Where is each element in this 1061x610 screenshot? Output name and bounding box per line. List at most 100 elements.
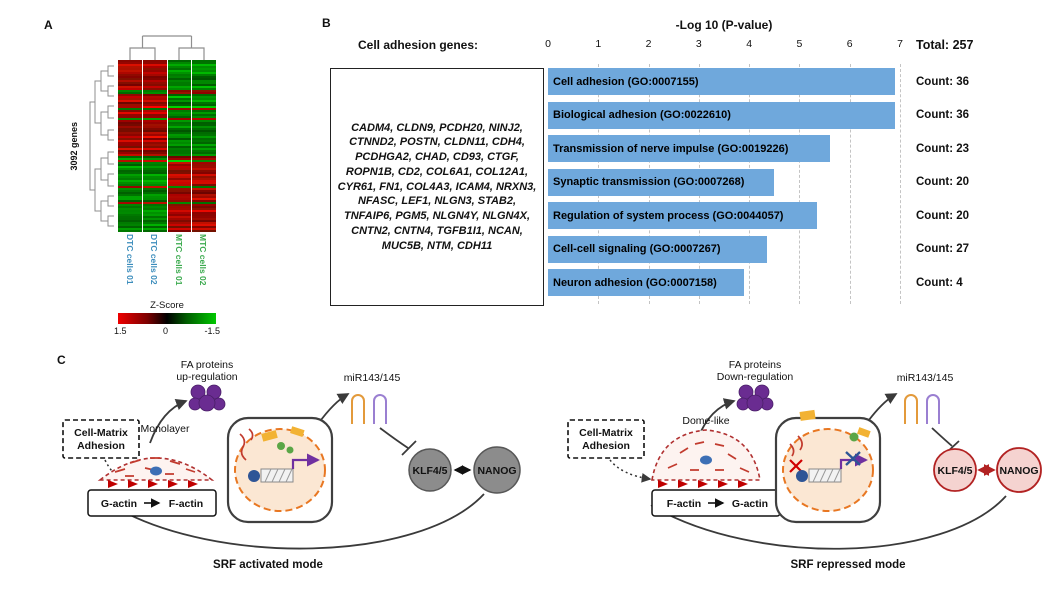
heatmap-cell — [192, 72, 216, 74]
heatmap-cell — [192, 184, 216, 186]
heatmap-cell — [118, 92, 142, 94]
bar-area: Cell-cell signaling (GO:0007267) — [548, 235, 900, 263]
go-bar: Cell-cell signaling (GO:0007267) — [548, 235, 767, 263]
column-label-mtc-01: MTC cells 01 — [174, 234, 184, 286]
heatmap-cell — [192, 192, 216, 194]
heatmap-cell — [167, 198, 192, 200]
morphology-label: Dome-like — [682, 415, 729, 427]
heatmap-cell — [142, 80, 167, 82]
heatmap-cell — [167, 148, 192, 150]
heatmap-cell — [192, 130, 216, 132]
heatmap-cell — [118, 110, 142, 112]
panel-a-heatmap: A 3092 genes DTC cells 01 DTC cells 02 M… — [38, 12, 250, 342]
heatmap-cell — [167, 126, 192, 128]
heatmap-cell — [167, 188, 192, 190]
heatmap-cell — [118, 70, 142, 72]
nanog-circle — [996, 447, 1042, 493]
heatmap-cell — [167, 108, 192, 110]
heatmap-cell — [142, 166, 167, 168]
heatmap-cell — [118, 156, 142, 158]
heatmap-cell — [142, 220, 167, 222]
heatmap-cell — [142, 224, 167, 226]
heatmap-cell — [142, 190, 167, 192]
dna-box — [260, 468, 294, 483]
heatmap-cell — [192, 80, 216, 82]
heatmap-cell — [167, 122, 192, 124]
feedback-arc — [650, 495, 1007, 550]
total-label: Total: 257 — [916, 38, 974, 52]
heatmap-cell — [118, 126, 142, 128]
heatmap-cell — [142, 74, 167, 76]
heatmap-cell — [142, 98, 167, 100]
heatmap-cell — [192, 60, 216, 62]
go-term-label: Transmission of nerve impulse (GO:001922… — [553, 142, 789, 155]
go-term-label: Cell-cell signaling (GO:0007267) — [553, 243, 721, 255]
heatmap-cell — [118, 170, 142, 172]
heatmap-cell — [142, 72, 167, 74]
heatmap-cell — [192, 84, 216, 86]
heatmap-cell — [167, 230, 192, 232]
actin-from-label: G-actin — [101, 498, 137, 510]
go-term-label: Neuron adhesion (GO:0007158) — [553, 276, 717, 289]
heatmap-cell — [118, 84, 142, 86]
heatmap-cell — [142, 128, 167, 130]
heatmap-cell — [118, 216, 142, 218]
heatmap-grid — [118, 60, 216, 232]
heatmap-cell — [192, 180, 216, 182]
heatmap-cell — [167, 118, 192, 120]
heatmap-cell — [118, 116, 142, 118]
heatmap-cell — [142, 174, 167, 176]
heatmap-cell — [192, 122, 216, 124]
heatmap-cell — [118, 212, 142, 214]
heatmap-cell — [167, 166, 192, 168]
panel-a-label: A — [44, 18, 53, 32]
heatmap-cell — [118, 228, 142, 230]
heatmap-cell — [192, 92, 216, 94]
heatmap-cell — [167, 196, 192, 198]
heatmap-cell — [167, 218, 192, 220]
cell-matrix-adhesion-box — [567, 419, 645, 459]
actin-from-label: F-actin — [667, 498, 701, 510]
heatmap-cell — [142, 132, 167, 134]
heatmap-cell — [192, 228, 216, 230]
heatmap-cell — [167, 82, 192, 84]
heatmap-cell — [142, 70, 167, 72]
heatmap-cell — [167, 84, 192, 86]
srf-icon — [248, 470, 260, 482]
heatmap-cell — [142, 108, 167, 110]
heatmap-cell — [142, 78, 167, 80]
heatmap-cell — [142, 184, 167, 186]
heatmap-cell — [167, 120, 192, 122]
heatmap-cell — [118, 72, 142, 74]
x-tick: 4 — [746, 38, 753, 50]
heatmap-cell — [192, 152, 216, 154]
panel-b-label: B — [322, 16, 331, 30]
heatmap-cell — [142, 136, 167, 138]
nanog-label: NANOG — [477, 465, 516, 477]
transcription-arrow — [291, 453, 320, 469]
heatmap-cell — [118, 206, 142, 208]
heatmap-cell — [142, 164, 167, 166]
klf-circle — [408, 448, 452, 492]
cell-matrix-label-line2: Adhesion — [77, 440, 125, 452]
heatmap-cell — [192, 104, 216, 106]
nucleus-to-mir-arrow — [317, 393, 350, 425]
heatmap-cell — [167, 182, 192, 184]
heatmap-cell — [192, 218, 216, 220]
heatmap-cell — [192, 114, 216, 116]
heatmap-cell — [118, 180, 142, 182]
mir-hairpin-icon — [904, 394, 918, 424]
heatmap-cell — [118, 144, 142, 146]
actin-marks — [667, 441, 750, 473]
zscore-ticks: 1.5 0 -1.5 — [114, 326, 220, 336]
heatmap-cell — [192, 190, 216, 192]
heatmap-cell — [118, 188, 142, 190]
count-label: Count: 20 — [916, 209, 970, 222]
stress-fiber-chevrons — [108, 480, 198, 488]
heatmap-cell — [118, 60, 142, 62]
heatmap-cell — [142, 196, 167, 198]
heatmap-cell — [118, 78, 142, 80]
mir-label: miR143/145 — [344, 372, 401, 384]
